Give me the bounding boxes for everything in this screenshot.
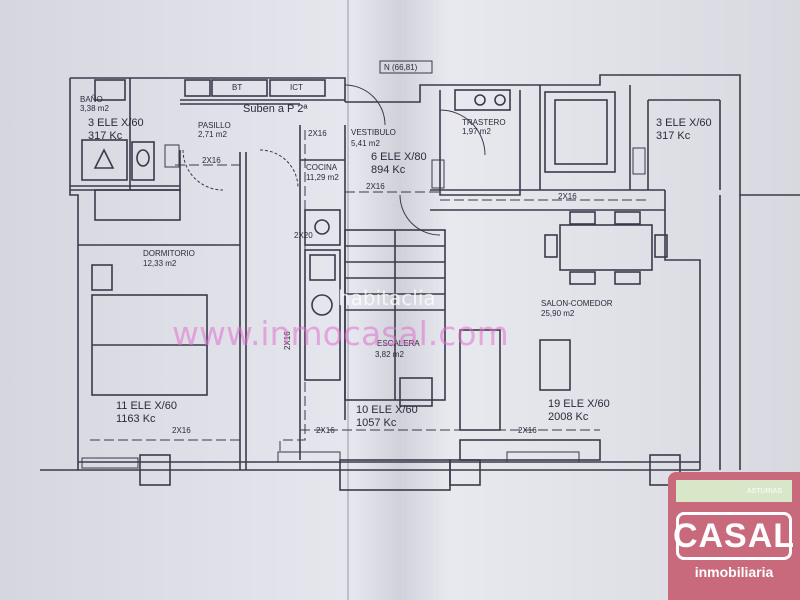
vestibulo-name: VESTIBULO	[351, 128, 396, 137]
radiator-salon-elements: 19 ELE X/60	[548, 398, 610, 410]
stairs-up-label: Suben a P 2ª	[243, 103, 308, 115]
pipe-label: 2X16	[202, 156, 221, 165]
radiator-dormitorio-elements: 11 ELE X/60	[116, 400, 177, 412]
watermark: habitaclia www.inmocasal.com	[172, 286, 509, 353]
vestibulo-area: 5,41 m2	[351, 139, 380, 148]
ict-label: ICT	[290, 83, 303, 92]
dormitorio-name: DORMITORIO	[143, 249, 195, 258]
dormitorio-area: 12,33 m2	[143, 259, 177, 268]
watermark-site: habitaclia	[338, 286, 436, 310]
radiator-bano-elements: 3 ELE X/60	[88, 117, 144, 129]
brand-tagline: inmobiliaria	[694, 564, 774, 580]
radiator-symbols	[81, 144, 646, 469]
radiator-salon-kc: 2008 Kc	[548, 411, 589, 423]
pipe-label: 2X16	[366, 182, 385, 191]
radiator-right-elements: 3 ELE X/60	[656, 117, 712, 129]
radiator-labels: 3 ELE X/60 317 Kc 6 ELE X/80 894 Kc 3 EL…	[88, 117, 712, 429]
pipe-label: 2X20	[294, 231, 313, 240]
pipe-label: 2X16	[172, 426, 191, 435]
watermark-url: www.inmocasal.com	[172, 314, 509, 353]
bano-name: BAÑO	[80, 95, 103, 104]
cocina-name: COCINA	[306, 163, 338, 172]
pipe-label: 2X16	[518, 426, 537, 435]
north-label: N (66,81)	[384, 63, 418, 72]
cocina-area: 11,29 m2	[306, 173, 339, 182]
radiator-vestibulo-elements: 6 ELE X/80	[371, 151, 427, 163]
pipe-label: 2X16	[308, 129, 327, 138]
escalera-name: ESCALERA	[377, 339, 420, 348]
escalera-area: 3,82 m2	[375, 350, 404, 359]
radiator-cocina-kc: 1057 Kc	[356, 417, 397, 429]
heating-pipes	[90, 130, 741, 470]
brand-name: CASAL	[673, 512, 794, 560]
radiator-right-kc: 317 Kc	[656, 130, 691, 142]
radiator-cocina-elements: 10 ELE X/60	[356, 404, 418, 416]
radiator-bano-kc: 317 Kc	[88, 130, 123, 142]
misc-labels: N (66,81) Suben a P 2ª BT ICT 2X16 2X16 …	[172, 60, 577, 435]
trastero-area: 1,97 m2	[462, 127, 491, 136]
bt-label: BT	[232, 83, 242, 92]
pipe-label: 2X16	[283, 331, 292, 350]
radiator-vestibulo-kc: 894 Kc	[371, 164, 406, 176]
street-label: ASTURIAS	[676, 480, 792, 502]
room-labels: BAÑO 3,38 m2 PASILLO 2,71 m2 VESTIBULO 5…	[80, 95, 613, 359]
trastero-name: TRASTERO	[462, 118, 506, 127]
agency-logo: ASTURIAS CASAL inmobiliaria	[668, 472, 800, 600]
pasillo-name: PASILLO	[198, 121, 231, 130]
bano-area: 3,38 m2	[80, 104, 109, 113]
salon-name: SALON-COMEDOR	[541, 299, 613, 308]
pasillo-area: 2,71 m2	[198, 130, 227, 139]
doors	[182, 84, 486, 236]
pipe-label: 2X16	[316, 426, 335, 435]
radiator-dormitorio-kc: 1163 Kc	[116, 413, 156, 425]
pipe-label: 2X16	[558, 192, 577, 201]
salon-area: 25,90 m2	[541, 309, 575, 318]
